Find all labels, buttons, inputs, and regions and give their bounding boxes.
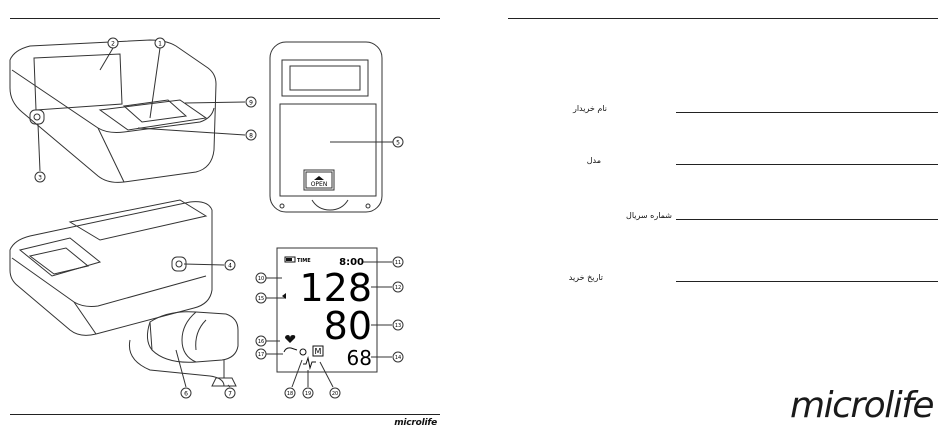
battery-cover-latch: OPEN xyxy=(306,172,332,188)
heart-icon xyxy=(285,335,295,343)
callout-13: 13 xyxy=(393,320,403,330)
callout-16: 16 xyxy=(256,336,266,346)
svg-text:5: 5 xyxy=(396,140,400,147)
svg-text:19: 19 xyxy=(305,391,311,397)
serial-number-label: شماره سریال xyxy=(626,211,672,221)
callout-14: 14 xyxy=(393,352,403,362)
time-label: TIME xyxy=(297,258,311,264)
lcd-contents: TIME 8:00 128 80 68 M xyxy=(282,257,372,370)
callout-5: 5 xyxy=(393,137,403,147)
brand-logo-large: microlife xyxy=(790,386,933,426)
svg-text:6: 6 xyxy=(184,391,188,398)
svg-text:12: 12 xyxy=(395,285,401,291)
callout-7: 7 xyxy=(225,388,235,398)
svg-text:9: 9 xyxy=(249,100,253,107)
callout-2: 2 xyxy=(108,38,118,48)
svg-text:18: 18 xyxy=(287,391,293,397)
svg-text:16: 16 xyxy=(258,339,264,345)
purchase-date-label: تاریخ خرید xyxy=(569,273,603,283)
callout-11: 11 xyxy=(393,257,403,267)
svg-text:20: 20 xyxy=(332,391,338,397)
diastolic-value: 80 xyxy=(324,304,372,348)
purchase-date-line[interactable] xyxy=(676,281,938,282)
device-diagram: OPEN TIME 8:00 128 80 68 M 1 2 3 4 5 6 xyxy=(0,0,450,434)
callout-10: 10 xyxy=(256,273,266,283)
model-label: مدل xyxy=(587,156,601,166)
svg-text:8: 8 xyxy=(249,133,253,140)
serial-number-line[interactable] xyxy=(676,219,938,220)
callout-15: 15 xyxy=(256,293,266,303)
svg-text:14: 14 xyxy=(395,355,401,361)
brand-logo-small: microlife xyxy=(394,418,437,428)
svg-text:4: 4 xyxy=(228,263,232,270)
callout-4: 4 xyxy=(225,260,235,270)
ihb-icon xyxy=(303,358,316,368)
callout-3: 3 xyxy=(35,172,45,182)
buyer-name-line[interactable] xyxy=(676,112,938,113)
device-side-view xyxy=(10,200,212,335)
model-line[interactable] xyxy=(676,164,938,165)
svg-text:11: 11 xyxy=(395,260,401,266)
svg-text:15: 15 xyxy=(258,296,264,302)
callout-19: 19 xyxy=(303,388,313,398)
cuff xyxy=(129,312,238,386)
callout-1: 1 xyxy=(155,38,165,48)
callout-9: 9 xyxy=(246,97,256,107)
callout-18: 18 xyxy=(285,388,295,398)
callout-6: 6 xyxy=(181,388,191,398)
cuff-fit-icon xyxy=(284,348,297,352)
svg-text:1: 1 xyxy=(158,41,162,48)
device-top-view xyxy=(10,40,216,182)
memory-label: M xyxy=(315,347,322,356)
callout-12: 12 xyxy=(393,282,403,292)
svg-text:10: 10 xyxy=(258,276,264,282)
svg-text:13: 13 xyxy=(395,323,401,329)
open-label: OPEN xyxy=(311,181,328,188)
svg-text:7: 7 xyxy=(228,391,232,398)
callout-20: 20 xyxy=(330,388,340,398)
top-rule-right xyxy=(508,18,938,19)
svg-text:17: 17 xyxy=(258,352,264,358)
svg-text:3: 3 xyxy=(38,175,42,182)
callout-17: 17 xyxy=(256,349,266,359)
svg-text:2: 2 xyxy=(111,41,115,48)
motion-icon xyxy=(300,349,306,355)
pulse-value: 68 xyxy=(347,346,372,370)
buyer-name-label: نام خریدار xyxy=(573,104,607,114)
callout-8: 8 xyxy=(246,130,256,140)
